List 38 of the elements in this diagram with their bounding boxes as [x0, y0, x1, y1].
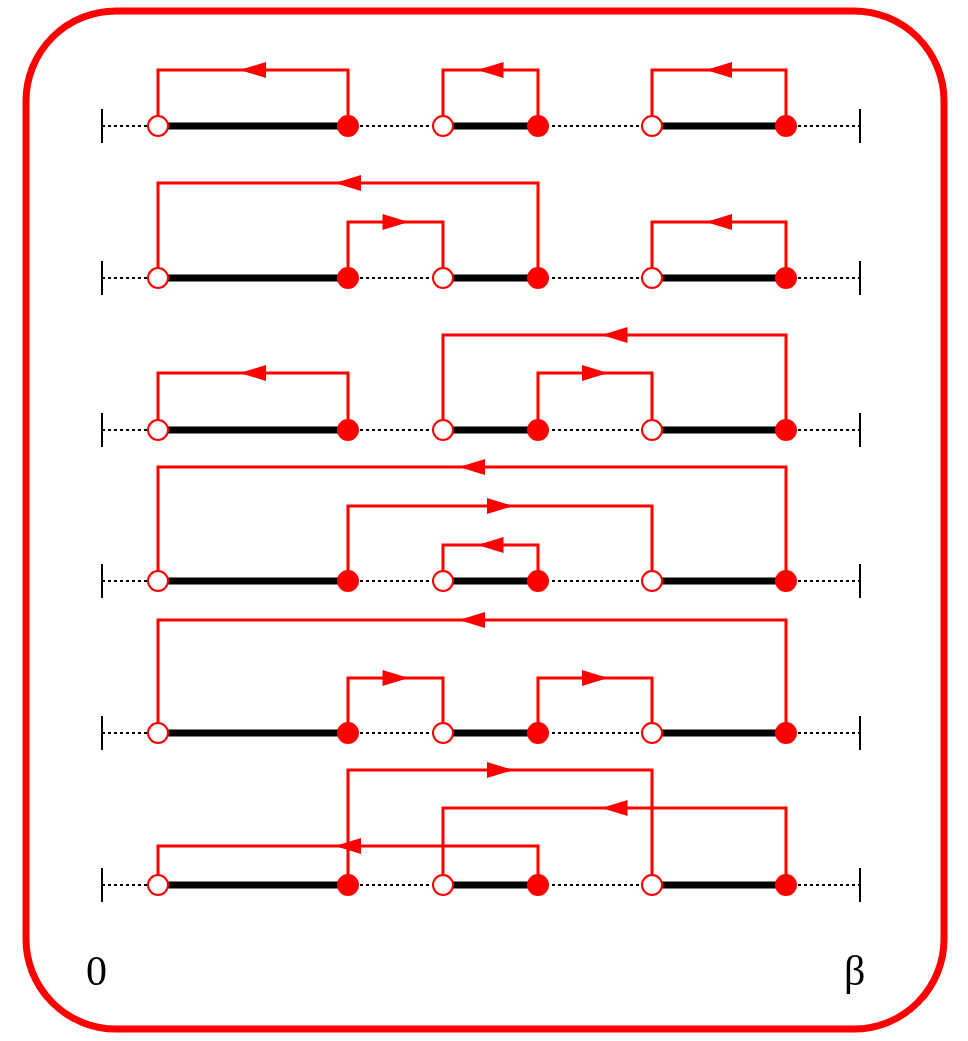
open-circle [147, 722, 169, 744]
filled-circle [337, 570, 359, 592]
open-circle [432, 419, 454, 441]
axis-start-label: 0 [86, 950, 107, 992]
open-circle [147, 419, 169, 441]
filled-circle [775, 874, 797, 896]
filled-circle [527, 874, 549, 896]
filled-circle [527, 419, 549, 441]
filled-circle [775, 419, 797, 441]
open-circle [641, 267, 663, 289]
axis-end-label: β [844, 950, 866, 992]
filled-circle [337, 419, 359, 441]
open-circle [147, 267, 169, 289]
open-circle [641, 722, 663, 744]
filled-circle [337, 722, 359, 744]
filled-circle [527, 267, 549, 289]
open-circle [147, 570, 169, 592]
filled-circle [775, 570, 797, 592]
filled-circle [775, 115, 797, 137]
open-circle [432, 874, 454, 896]
filled-circle [337, 115, 359, 137]
open-circle [432, 267, 454, 289]
filled-circle [775, 722, 797, 744]
filled-circle [527, 722, 549, 744]
open-circle [641, 570, 663, 592]
open-circle [641, 419, 663, 441]
filled-circle [775, 267, 797, 289]
open-circle [432, 722, 454, 744]
open-circle [641, 115, 663, 137]
open-circle [432, 115, 454, 137]
filled-circle [527, 115, 549, 137]
filled-circle [527, 570, 549, 592]
open-circle [147, 874, 169, 896]
open-circle [641, 874, 663, 896]
filled-circle [337, 267, 359, 289]
open-circle [147, 115, 169, 137]
filled-circle [337, 874, 359, 896]
open-circle [432, 570, 454, 592]
